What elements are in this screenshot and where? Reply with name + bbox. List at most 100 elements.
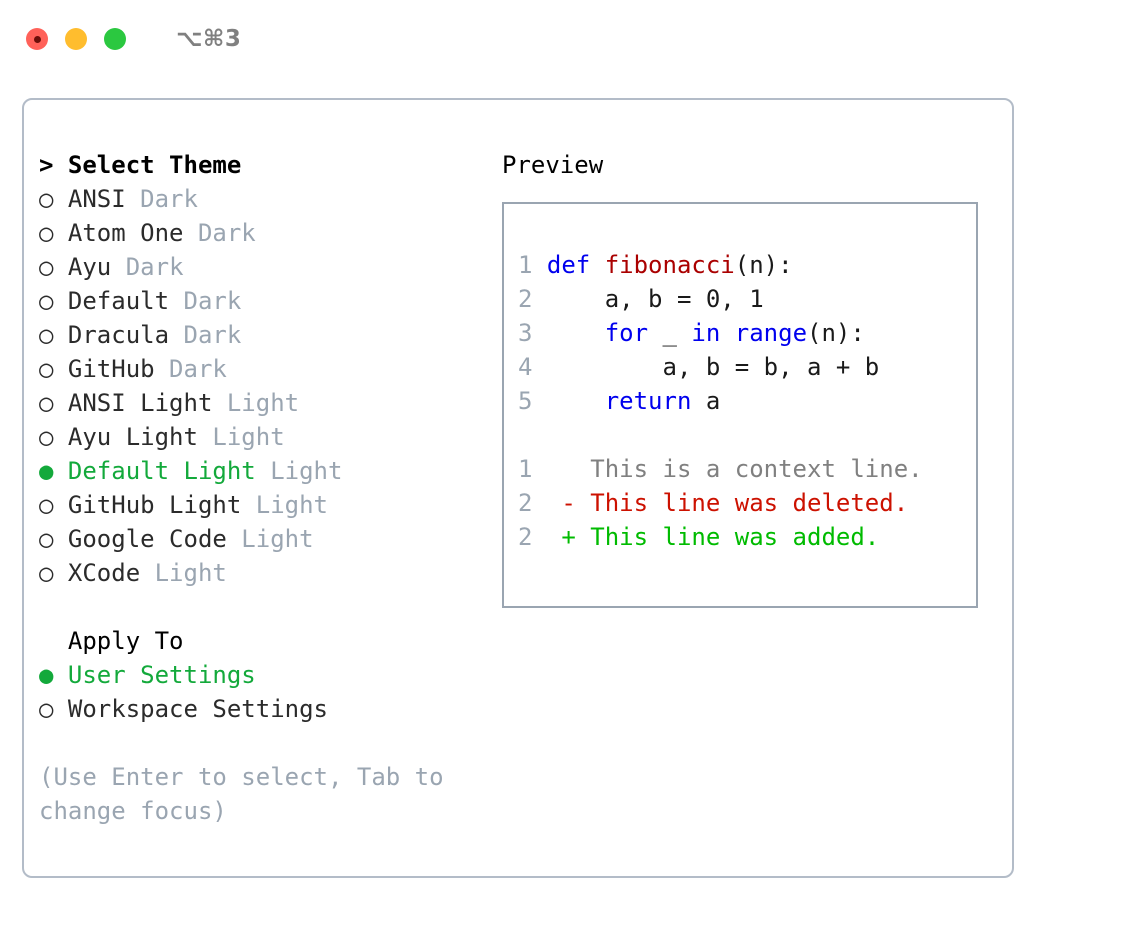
preview-column: Preview 1 def fibonacci(n):2 a, b = 0, 1…	[486, 100, 1012, 876]
theme-list-item[interactable]: ○ Ayu Dark	[39, 250, 486, 284]
theme-name: Atom One	[67, 219, 184, 247]
code-token	[547, 319, 605, 347]
radio-selected-icon: ●	[39, 661, 68, 689]
theme-list-item[interactable]: ○ XCode Light	[39, 556, 486, 590]
theme-kind-badge: Light	[140, 559, 227, 587]
line-number: 4	[518, 353, 533, 381]
theme-name: ANSI Light	[67, 389, 213, 417]
theme-list-item[interactable]: ○ Google Code Light	[39, 522, 486, 556]
theme-list-item[interactable]: ○ Default Dark	[39, 284, 486, 318]
theme-selection-column: > Select Theme ○ ANSI Dark○ Atom One Dar…	[24, 100, 486, 876]
theme-name: XCode	[67, 559, 141, 587]
code-token: def	[546, 251, 605, 279]
theme-name: Dracula	[67, 321, 170, 349]
window-titlebar: ⌥⌘3	[0, 0, 1140, 78]
gutter-space	[532, 319, 546, 347]
keyboard-shortcut-label: ⌥⌘3	[176, 26, 242, 52]
theme-name: Default Light	[67, 457, 256, 485]
spacer	[39, 590, 486, 624]
select-theme-header: > Select Theme	[39, 151, 242, 179]
spacer	[39, 726, 486, 760]
code-line: 5 return a	[518, 384, 976, 418]
diff-text: This line was added.	[590, 523, 880, 551]
code-token: (n):	[807, 319, 865, 347]
theme-kind-badge: Dark	[125, 185, 198, 213]
diff-line: 2 + This line was added.	[518, 520, 976, 554]
preview-title: Preview	[502, 151, 604, 179]
radio-unselected-icon: ○	[39, 219, 68, 247]
line-number: 2	[518, 285, 533, 313]
radio-unselected-icon: ○	[39, 253, 68, 281]
gutter-space	[532, 251, 546, 279]
theme-kind-badge: Dark	[154, 355, 227, 383]
theme-name: GitHub	[67, 355, 155, 383]
diff-line: 1 This is a context line.	[518, 452, 976, 486]
main-panel: > Select Theme ○ ANSI Dark○ Atom One Dar…	[22, 98, 1014, 878]
code-token: a, b = b, a + b	[546, 353, 880, 381]
apply-to-label: User Settings	[67, 661, 256, 689]
code-token: in	[691, 319, 721, 347]
line-number: 3	[518, 319, 533, 347]
gutter-space	[532, 523, 561, 551]
code-line: 2 a, b = 0, 1	[518, 282, 976, 316]
minimize-button-icon[interactable]	[65, 28, 87, 50]
theme-kind-badge: Dark	[111, 253, 184, 281]
line-number: 2	[518, 523, 533, 551]
code-line: 1 def fibonacci(n):	[518, 248, 976, 282]
maximize-button-icon[interactable]	[104, 28, 126, 50]
code-token: a, b = 0, 1	[546, 285, 764, 313]
diff-text: This line was deleted.	[590, 489, 909, 517]
code-token	[720, 319, 734, 347]
diff-marker: -	[561, 489, 591, 517]
line-number: 5	[518, 387, 533, 415]
gutter-space	[532, 455, 561, 483]
theme-list-item[interactable]: ○ ANSI Dark	[39, 182, 486, 216]
gutter-space	[532, 353, 546, 381]
theme-kind-badge: Dark	[169, 321, 242, 349]
theme-list-item[interactable]: ○ GitHub Dark	[39, 352, 486, 386]
theme-list-item[interactable]: ○ ANSI Light Light	[39, 386, 486, 420]
traffic-lights	[26, 28, 126, 50]
radio-unselected-icon: ○	[39, 321, 68, 349]
code-token: range	[734, 319, 808, 347]
theme-list-item[interactable]: ○ Atom One Dark	[39, 216, 486, 250]
code-line: 3 for _ in range(n):	[518, 316, 976, 350]
code-token: fibonacci	[604, 251, 735, 279]
diff-marker: +	[561, 523, 591, 551]
theme-name: Ayu	[67, 253, 112, 281]
code-token: _	[648, 319, 692, 347]
spacer	[518, 418, 976, 452]
theme-name: Ayu Light	[67, 423, 198, 451]
theme-name: Google Code	[67, 525, 227, 553]
code-line: 4 a, b = b, a + b	[518, 350, 976, 384]
radio-unselected-icon: ○	[39, 287, 68, 315]
theme-list-item[interactable]: ○ Ayu Light Light	[39, 420, 486, 454]
theme-list-item[interactable]: ○ GitHub Light Light	[39, 488, 486, 522]
radio-unselected-icon: ○	[39, 423, 68, 451]
theme-list: ○ ANSI Dark○ Atom One Dark○ Ayu Dark○ De…	[39, 182, 486, 590]
close-button-icon[interactable]	[26, 28, 48, 50]
theme-kind-badge: Dark	[169, 287, 242, 315]
apply-to-header: Apply To	[39, 627, 184, 655]
theme-kind-badge: Light	[212, 389, 300, 417]
apply-to-label: Workspace Settings	[67, 695, 328, 723]
line-number: 1	[518, 455, 533, 483]
theme-list-item[interactable]: ○ Dracula Dark	[39, 318, 486, 352]
apply-to-item[interactable]: ○ Workspace Settings	[39, 692, 486, 726]
radio-unselected-icon: ○	[39, 185, 68, 213]
gutter-space	[532, 285, 546, 313]
radio-unselected-icon: ○	[39, 695, 68, 723]
apply-to-item[interactable]: ● User Settings	[39, 658, 486, 692]
apply-to-list: ● User Settings○ Workspace Settings	[39, 658, 486, 726]
diff-text: This is a context line.	[590, 455, 923, 483]
theme-name: Default	[67, 287, 170, 315]
theme-list-item[interactable]: ● Default Light Light	[39, 454, 486, 488]
code-token: a	[691, 387, 721, 415]
radio-unselected-icon: ○	[39, 355, 68, 383]
radio-unselected-icon: ○	[39, 491, 68, 519]
gutter-space	[532, 387, 546, 415]
theme-name: GitHub Light	[67, 491, 242, 519]
diff-line: 2 - This line was deleted.	[518, 486, 976, 520]
